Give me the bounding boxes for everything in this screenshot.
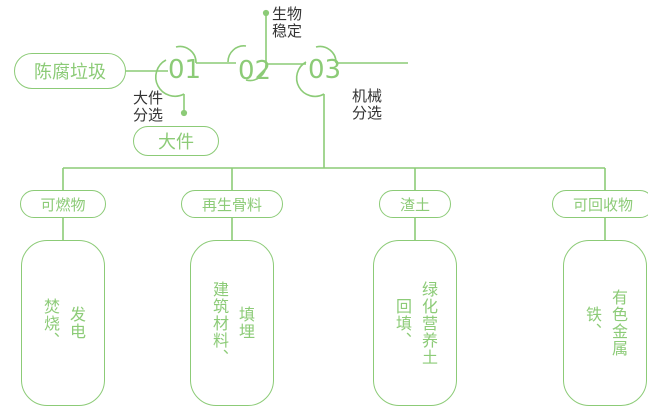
treatment-text-1-col-1: 焚烧、 [41, 297, 60, 349]
step-02-caption-line-2: 稳定 [272, 22, 303, 40]
step-number-01: 01 [168, 55, 202, 85]
treatment-text-2-col-1: 建筑材料、 [210, 280, 229, 366]
step-02-caption-line-1: 生物 [272, 5, 303, 23]
step-01-caption-line-2: 分选 [133, 106, 164, 124]
arc-03-top [315, 45, 337, 64]
step-02-caption: 生物 稳定 [272, 6, 302, 40]
category-label-1: 可燃物 [40, 195, 86, 214]
source-node-pill[interactable]: 陈腐垃圾 [14, 53, 126, 89]
arc-01-top [175, 45, 197, 64]
dot-byproduct [180, 109, 188, 117]
arc-03-bottom [295, 61, 325, 98]
byproduct-pill[interactable]: 大件 [133, 126, 219, 156]
treatment-text-2-col-2: 填埋 [236, 306, 255, 340]
step-03-caption-line-1: 机械 [352, 87, 383, 105]
arc-02-right [245, 63, 267, 82]
category-pill-4[interactable]: 可回收物 [552, 190, 648, 218]
step-01-caption: 大件 分选 [133, 90, 163, 124]
treatment-text-4-col-1: 铁、 [583, 306, 602, 340]
byproduct-label: 大件 [158, 132, 194, 153]
treatment-text-3-col-2: 绿化营养土 [419, 280, 438, 366]
source-node-label: 陈腐垃圾 [34, 62, 106, 83]
category-label-3: 渣土 [399, 195, 430, 214]
step-number-02: 02 [238, 56, 272, 86]
treatment-text-3-col-1: 回填、 [393, 297, 412, 349]
category-pill-2[interactable]: 再生骨料 [181, 190, 283, 218]
arc-01-bottom [154, 59, 185, 97]
step-number-03: 03 [308, 55, 342, 85]
category-pill-3[interactable]: 渣土 [379, 190, 451, 218]
treatment-box-4[interactable]: 铁、 有色金属 [563, 240, 647, 406]
arc-02-left [227, 45, 247, 63]
step-03-caption-line-2: 分选 [352, 104, 383, 122]
treatment-box-1[interactable]: 焚烧、 发电 [21, 240, 105, 406]
treatment-box-3[interactable]: 回填、 绿化营养土 [373, 240, 457, 406]
step-01-caption-line-1: 大件 [133, 89, 164, 107]
category-label-2: 再生骨料 [201, 195, 262, 214]
treatment-text-1-col-2: 发电 [67, 306, 86, 340]
dot-step-02 [262, 9, 270, 17]
category-label-4: 可回收物 [572, 195, 633, 214]
treatment-box-2[interactable]: 建筑材料、 填埋 [190, 240, 274, 406]
category-pill-1[interactable]: 可燃物 [20, 190, 106, 218]
step-03-caption: 机械 分选 [352, 88, 382, 122]
treatment-text-4-col-2: 有色金属 [609, 289, 628, 357]
